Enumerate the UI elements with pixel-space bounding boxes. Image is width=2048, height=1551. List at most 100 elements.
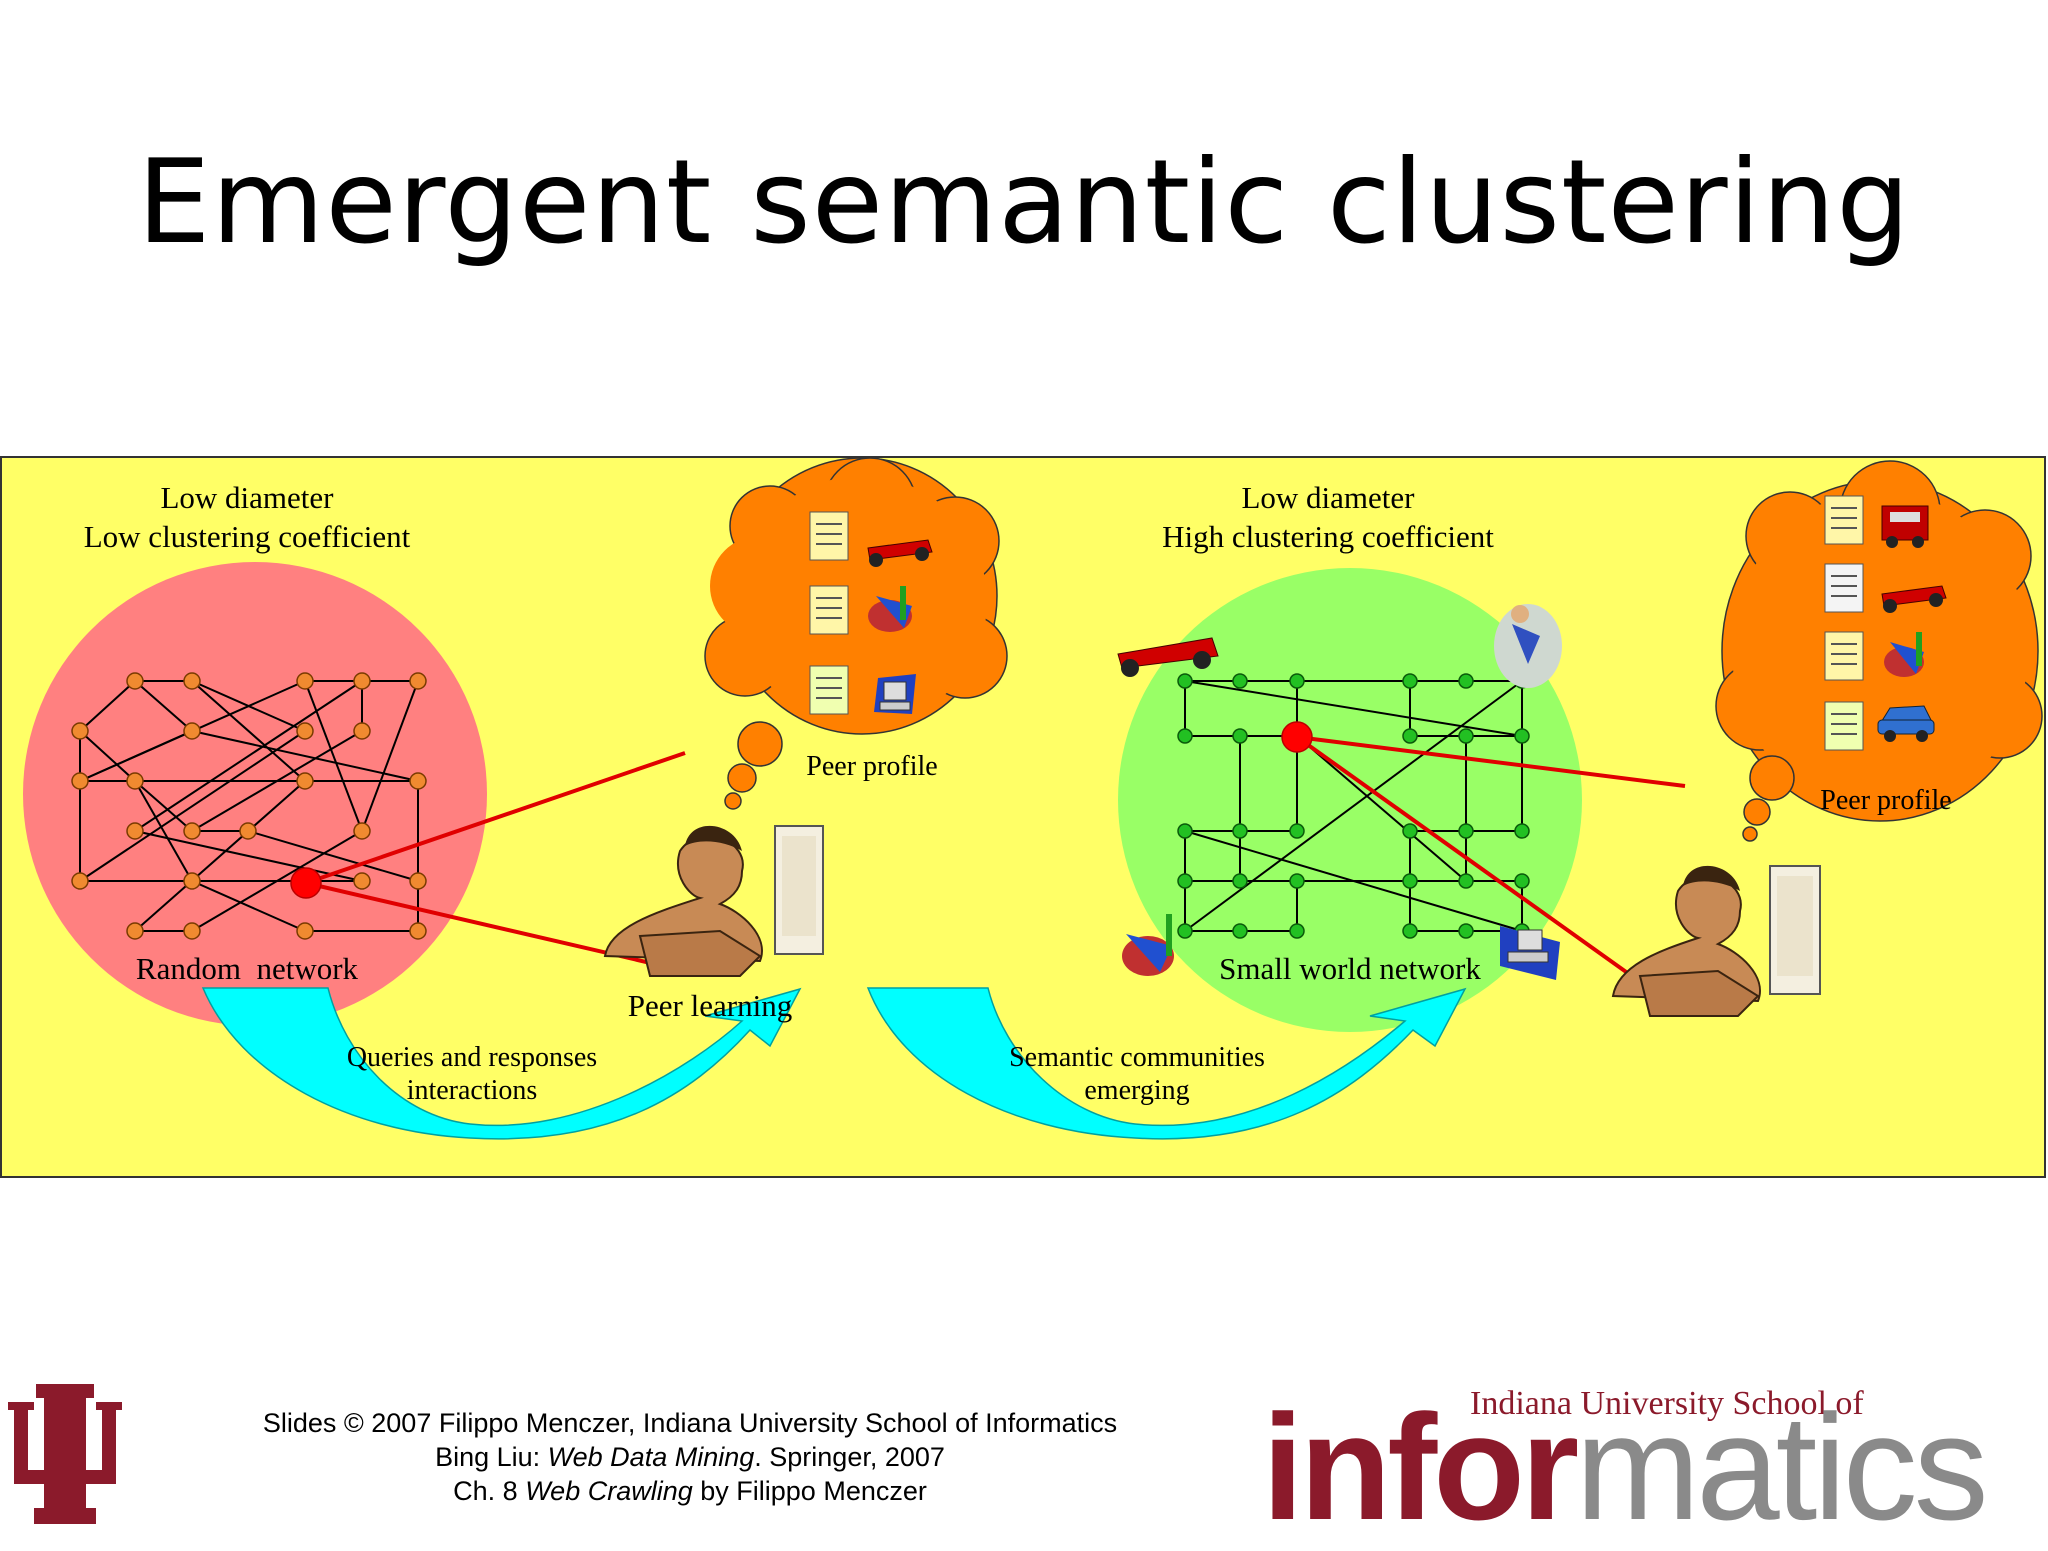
cooking-icon (1122, 914, 1174, 976)
network-edge (79, 730, 306, 882)
network-edge (1184, 680, 1523, 737)
race-car-icon (867, 539, 933, 567)
document-icon (1824, 701, 1864, 751)
small-world-label: Small world network (1219, 951, 1481, 986)
random-network-label: Random network (136, 951, 359, 986)
iu-trident-logo (8, 1384, 122, 1524)
right-caption-line1: Low diameter (1241, 480, 1415, 515)
network-node (183, 872, 201, 890)
network-node (71, 772, 89, 790)
peer-learning-label: Peer learning (628, 988, 792, 1023)
document-icon (809, 585, 849, 635)
network-edge (1296, 735, 1467, 882)
left-caption-line1: Low diameter (160, 480, 334, 515)
network-edge (79, 730, 136, 782)
network-node (409, 922, 427, 940)
thought-cloud-left (704, 457, 1008, 810)
network-node (1177, 823, 1193, 839)
footer-line3: Ch. 8 Web Crawling by Filippo Menczer (453, 1476, 927, 1506)
highlight-node (1281, 721, 1313, 753)
network-node (1232, 923, 1248, 939)
network-node (1177, 673, 1193, 689)
random-network-nodes (71, 672, 427, 940)
network-edge (134, 780, 193, 832)
document-icon (1824, 631, 1864, 681)
network-node (1458, 923, 1474, 939)
network-edge (361, 680, 419, 832)
computer-icon (874, 674, 916, 714)
network-node (409, 672, 427, 690)
network-node (1402, 728, 1418, 744)
peer-person-icon (1611, 865, 1821, 1017)
network-node (1232, 673, 1248, 689)
network-edge (191, 880, 306, 932)
cooking-icon (868, 586, 912, 632)
left-caption-line2: Low clustering coefficient (84, 519, 411, 554)
network-node (1458, 873, 1474, 889)
network-edge (134, 830, 363, 882)
semantic-clustering-diagram: Low diameter Low clustering coefficient … (0, 456, 2046, 1178)
network-node (183, 822, 201, 840)
arrow2-label-line2: emerging (1084, 1075, 1189, 1106)
network-node (1458, 728, 1474, 744)
document-icon (809, 511, 849, 561)
network-edge (191, 730, 419, 782)
network-edge (191, 680, 306, 782)
network-node (409, 872, 427, 890)
cooking-icon (1884, 632, 1924, 677)
thought-cloud-right (1715, 460, 2043, 842)
network-node (1514, 823, 1530, 839)
slide-footer: Slides © 2007 Filippo Menczer, Indiana U… (200, 1406, 1180, 1508)
truck-icon (1881, 505, 1929, 548)
network-node (1402, 873, 1418, 889)
footer-line2: Bing Liu: Web Data Mining. Springer, 200… (435, 1442, 945, 1472)
network-node (353, 672, 371, 690)
network-node (296, 922, 314, 940)
network-node (1458, 673, 1474, 689)
network-node (1402, 823, 1418, 839)
peer-person-icon (603, 825, 824, 977)
network-node (183, 922, 201, 940)
network-edge (247, 830, 419, 882)
link-line (1295, 735, 1687, 1016)
network-node (353, 722, 371, 740)
right-caption-line2: High clustering coefficient (1162, 519, 1494, 554)
curved-arrow-right (866, 987, 1467, 1140)
footer-line1: Slides © 2007 Filippo Menczer, Indiana U… (262, 1408, 1118, 1438)
network-edge (134, 780, 306, 932)
informatics-subtitle: Indiana University School of (1470, 1385, 1864, 1422)
curved-arrow-left (201, 987, 802, 1140)
network-node (1232, 873, 1248, 889)
highlight-node (290, 867, 322, 899)
network-node (1232, 728, 1248, 744)
network-node (1458, 823, 1474, 839)
network-node (126, 922, 144, 940)
network-node (296, 722, 314, 740)
network-node (126, 772, 144, 790)
network-node (353, 872, 371, 890)
network-edge (1184, 680, 1523, 932)
network-node (1232, 823, 1248, 839)
network-edge (79, 680, 136, 732)
race-car-icon (1117, 637, 1219, 677)
network-node (126, 672, 144, 690)
arrow1-label-line2: interactions (407, 1075, 538, 1106)
network-node (296, 672, 314, 690)
network-node (1289, 923, 1305, 939)
network-node (1402, 923, 1418, 939)
network-node (126, 822, 144, 840)
skier-icon (1494, 604, 1562, 688)
arrow1-label-line1: Queries and responses (347, 1042, 597, 1073)
slide-title: Emergent semantic clustering (137, 135, 1911, 270)
peer-profile-right-label: Peer profile (1820, 785, 1951, 816)
network-node (1177, 728, 1193, 744)
network-node (183, 722, 201, 740)
document-icon (1824, 563, 1864, 613)
small-world-nodes (1177, 673, 1530, 939)
network-node (71, 722, 89, 740)
document-icon (1824, 495, 1864, 545)
document-icon (809, 665, 849, 715)
computer-icon (1500, 926, 1560, 980)
network-edge (304, 680, 363, 832)
link-line (305, 751, 686, 885)
